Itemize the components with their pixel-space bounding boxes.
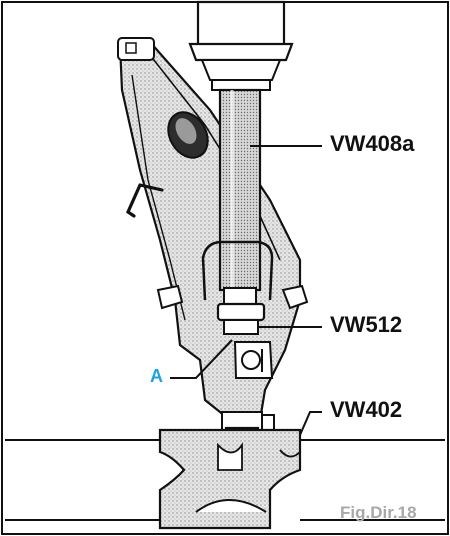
leader-part-a xyxy=(170,339,233,379)
support-plate xyxy=(158,428,302,530)
figure-caption: Fig.Dir.18 xyxy=(340,503,417,522)
press-cylinder xyxy=(188,0,294,91)
label-vw402: VW402 xyxy=(330,397,403,422)
label-vw512: VW512 xyxy=(330,312,403,337)
leader-vw402 xyxy=(299,411,322,436)
thrust-piece xyxy=(216,302,266,335)
label-vw408a: VW408a xyxy=(330,131,415,156)
press-shaft xyxy=(218,88,262,307)
wire-bracket xyxy=(201,240,274,301)
swivel-bearing-housing xyxy=(117,37,309,422)
label-part-a: A xyxy=(150,366,163,386)
